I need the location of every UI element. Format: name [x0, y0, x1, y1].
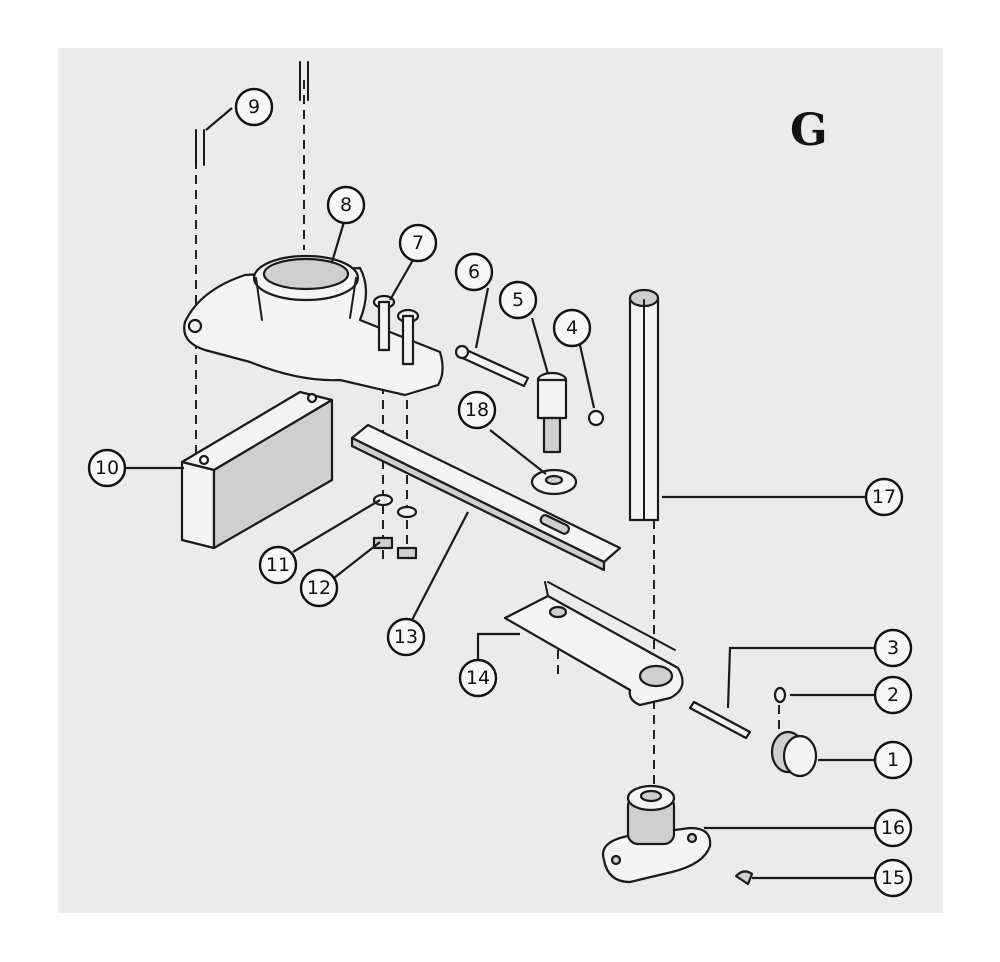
callout-17: 17 [864, 477, 904, 517]
svg-text:8: 8 [340, 194, 352, 216]
part-6-rod [454, 344, 530, 388]
part-10-block [180, 390, 334, 550]
svg-text:1: 1 [887, 749, 899, 771]
parts-11-12-washers-nuts [372, 493, 418, 560]
leader-lines [125, 107, 882, 880]
svg-text:2: 2 [887, 684, 899, 706]
part-13-flat-bar [350, 423, 622, 572]
callout-3: 3 [873, 628, 913, 668]
callout-11: 11 [258, 545, 298, 585]
svg-text:16: 16 [881, 817, 905, 839]
part-2-ring [773, 686, 787, 704]
callout-9: 9 [234, 87, 274, 127]
svg-text:12: 12 [307, 577, 331, 599]
figure-letter: G [790, 105, 828, 156]
part-15-screw [734, 870, 754, 886]
svg-text:15: 15 [881, 867, 905, 889]
svg-text:13: 13 [394, 626, 418, 648]
callout-8: 8 [326, 185, 366, 225]
callout-7: 7 [398, 223, 438, 263]
part-14-lower-arm [503, 581, 684, 707]
callout-15: 15 [873, 858, 913, 898]
svg-text:3: 3 [887, 637, 899, 659]
callout-4: 4 [552, 308, 592, 348]
svg-text:4: 4 [566, 317, 578, 339]
part-9-pins [195, 61, 309, 166]
svg-text:14: 14 [466, 667, 490, 689]
svg-text:17: 17 [872, 486, 896, 508]
callout-16: 16 [873, 808, 913, 848]
callout-2: 2 [873, 675, 913, 715]
callout-10: 10 [87, 448, 127, 488]
svg-text:18: 18 [465, 399, 489, 421]
part-17-tube [628, 288, 660, 522]
svg-text:11: 11 [266, 554, 290, 576]
callout-13: 13 [386, 617, 426, 657]
callout-5: 5 [498, 280, 538, 320]
part-8-top-cover [183, 254, 444, 397]
svg-text:7: 7 [412, 232, 424, 254]
callout-6: 6 [454, 252, 494, 292]
svg-text:10: 10 [95, 457, 119, 479]
part-4-ball [587, 409, 605, 427]
callout-14: 14 [458, 658, 498, 698]
part-5-post [536, 371, 568, 454]
part-1-knob [770, 730, 818, 778]
callout-12: 12 [299, 568, 339, 608]
callout-18: 18 [457, 390, 497, 430]
callout-1: 1 [873, 740, 913, 780]
part-18-washer [530, 468, 578, 496]
svg-text:6: 6 [468, 261, 480, 283]
svg-text:9: 9 [248, 96, 260, 118]
part-3-pin [688, 700, 752, 740]
part-16-base-bracket [601, 784, 712, 884]
part-7-bolts [372, 294, 420, 366]
svg-text:5: 5 [512, 289, 524, 311]
